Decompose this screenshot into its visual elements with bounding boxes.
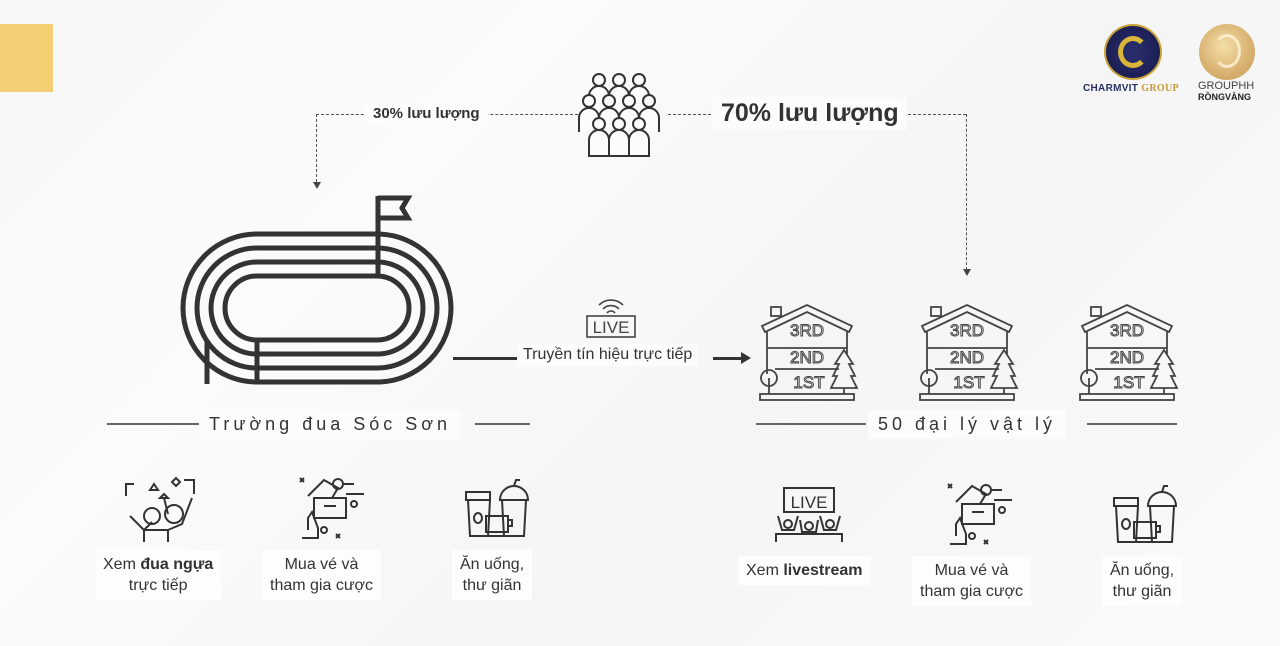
traffic-30-label: 30% lưu lượng	[365, 103, 488, 124]
traffic-70-label: 70% lưu lượng	[713, 97, 907, 130]
accent-square	[0, 24, 53, 92]
signal-line-end	[713, 357, 743, 360]
charmvit-logo-text: CHARMVIT GROUP	[1083, 83, 1179, 94]
betting-ticket-icon	[299, 477, 364, 539]
agents-title: 50 đại lý vật lý	[868, 410, 1067, 439]
rongvang-logo	[1199, 24, 1255, 80]
broadcast-label: Truyền tín hiệu trực tiếp	[517, 344, 699, 366]
agent-building-2	[917, 302, 1018, 407]
arrow-right-icon	[741, 352, 751, 364]
venue-title: Trường đua Sóc Sơn	[199, 410, 462, 439]
divider	[1087, 423, 1177, 425]
food-drink-icon	[1113, 485, 1178, 543]
divider	[756, 423, 866, 425]
betting-ticket-icon	[947, 483, 1012, 545]
live-broadcast-icon: LIVE	[586, 299, 636, 338]
dashed-line-left-down	[316, 114, 317, 182]
feature-caption-livestream: Xem livestream	[738, 556, 871, 585]
dashed-line-right-down	[966, 114, 967, 270]
feature-caption-food: Ăn uống,thư giãn	[452, 550, 533, 600]
livestream-screen-icon: LIVE	[775, 487, 843, 542]
race-track-icon	[180, 195, 454, 385]
charmvit-logo	[1104, 24, 1162, 80]
divider	[475, 423, 530, 425]
arrow-down-icon	[963, 269, 971, 276]
food-drink-icon	[465, 479, 530, 537]
cheering-fans-icon	[125, 476, 195, 542]
agent-building-1	[757, 302, 858, 407]
crowd-icon	[578, 73, 660, 157]
svg-text:LIVE: LIVE	[593, 318, 630, 337]
feature-caption-food: Ăn uống,thư giãn	[1102, 556, 1183, 606]
signal-line	[453, 357, 523, 360]
arrow-down-icon	[313, 182, 321, 189]
divider	[107, 423, 199, 425]
svg-text:LIVE: LIVE	[791, 493, 828, 512]
agent-building-3	[1077, 302, 1178, 407]
